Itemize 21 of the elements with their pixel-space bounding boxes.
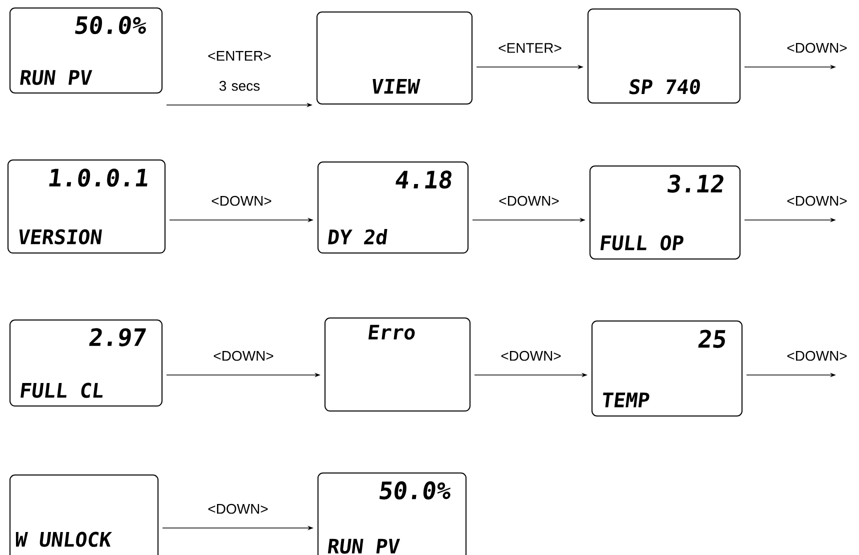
edge-label: <DOWN>	[501, 350, 561, 361]
edge-label: <ENTER> 3 secs	[208, 51, 271, 91]
lcd-display: 25 TEMP	[592, 320, 742, 416]
lcd-display: Erro	[324, 318, 470, 412]
edge-label: <DOWN>	[208, 504, 268, 514]
lcd-display: W UNLOCK	[10, 474, 158, 555]
edge-label: <DOWN>	[787, 350, 847, 361]
lcd-display: 2.97 FULL CL	[10, 320, 162, 406]
edge-label: <DOWN>	[499, 196, 559, 206]
lcd-display: 50.0% RUN PV	[318, 472, 466, 555]
lcd-display: SP 740	[588, 8, 740, 104]
lcd-display: VIEW	[316, 12, 472, 104]
lcd-display: 4.18 DY 2d	[318, 162, 468, 254]
edge-label: <DOWN>	[214, 350, 274, 361]
edge-label: <DOWN>	[212, 196, 272, 206]
edge-label: <DOWN>	[787, 196, 847, 206]
lcd-display: 1.0.0.1 VERSION	[8, 160, 166, 254]
edge-label: <DOWN>	[787, 42, 847, 53]
lcd-display: 50.0% RUN PV	[10, 8, 162, 94]
lcd-display: 3.12 FULL OP	[590, 166, 740, 260]
edge-label: <ENTER>	[498, 43, 562, 53]
